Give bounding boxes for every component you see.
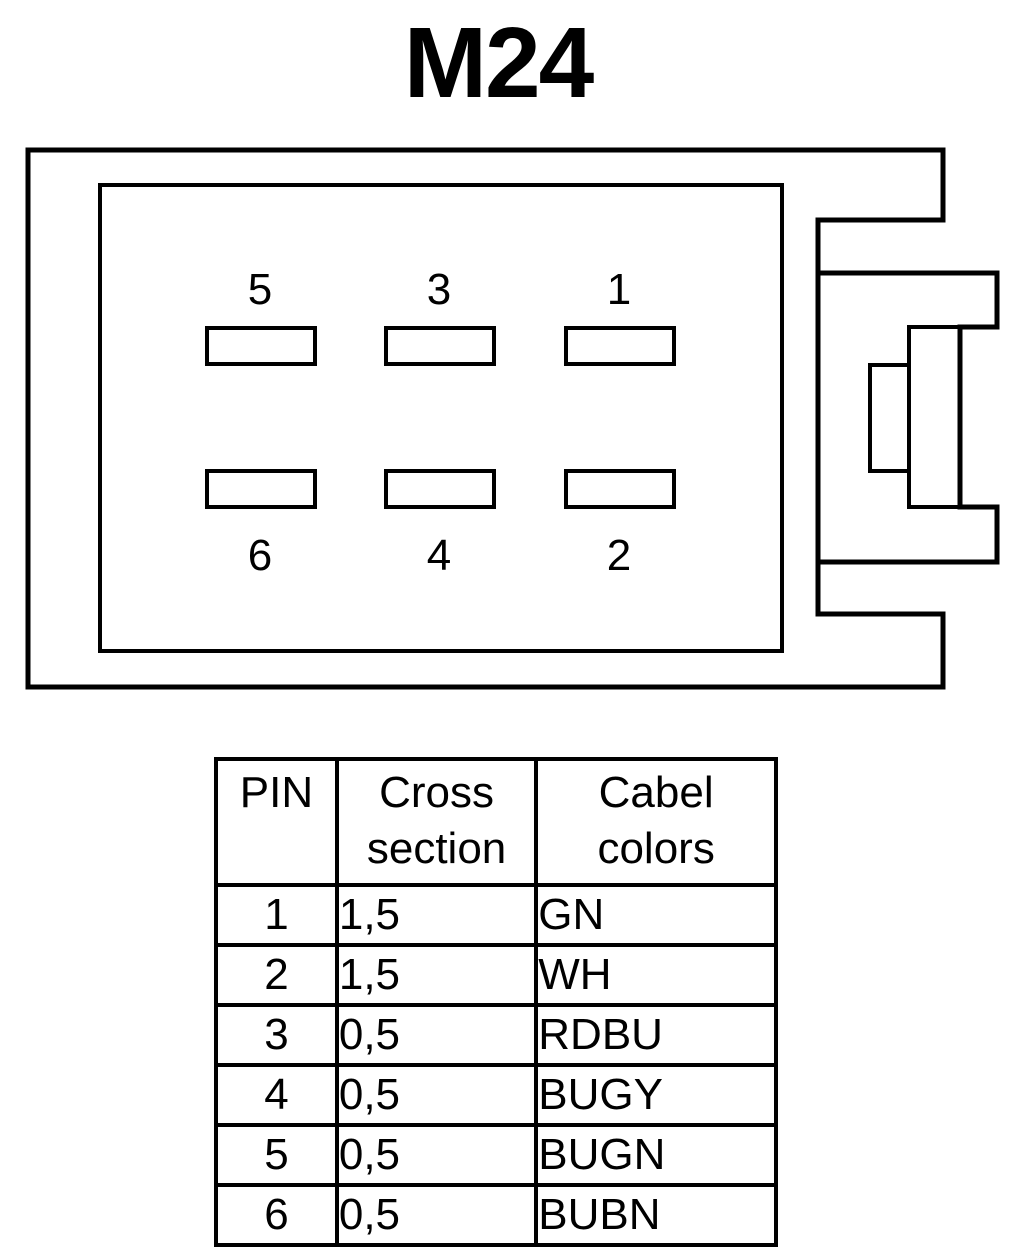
pin-label-3: 3 [427,265,451,314]
header-cabel-colors: Cabel colors [534,757,778,887]
header-cross-section-line-1: Cross [379,768,495,817]
table-row: 3 0,5 RDBU [214,1003,778,1067]
diagram-title: M24 [403,7,595,119]
cell-cross-section: 0,5 [334,1183,539,1247]
cell-cable-color: WH [534,943,778,1007]
connector-inner-face [98,183,784,653]
cell-pin: 5 [214,1123,339,1187]
header-pin: PIN [214,757,339,887]
header-pin-label: PIN [239,768,314,817]
header-cabel-colors-line-2: colors [597,824,715,873]
pin-slot-5 [205,326,317,366]
cell-cable-color: BUGN [534,1123,778,1187]
table-row: 2 1,5 WH [214,943,778,1007]
connector-drawing: 5 3 1 6 4 2 [25,147,1000,690]
cell-cross-section: 0,5 [334,1063,539,1127]
cell-cross-section: 1,5 [334,883,539,947]
pin-assignment-table: PIN Cross section Cabel colors 1 1,5 GN … [214,757,778,1247]
cell-pin: 2 [214,943,339,1007]
table-header-row: PIN Cross section Cabel colors [214,757,778,887]
cell-cross-section: 0,5 [334,1003,539,1067]
pin-slot-2 [564,469,676,509]
pin-label-1: 1 [607,265,631,314]
header-cross-section: Cross section [334,757,539,887]
cell-cable-color: GN [534,883,778,947]
pin-slot-3 [384,326,496,366]
table-row: 4 0,5 BUGY [214,1063,778,1127]
cell-pin: 1 [214,883,339,947]
pin-slot-4 [384,469,496,509]
pin-label-5: 5 [248,265,272,314]
pin-slot-1 [564,326,676,366]
connector-housing-outline [25,147,946,690]
pin-slot-6 [205,469,317,509]
table-row: 6 0,5 BUBN [214,1183,778,1247]
cell-pin: 6 [214,1183,339,1247]
latch-button [868,363,911,473]
cell-cross-section: 1,5 [334,943,539,1007]
cell-cross-section: 0,5 [334,1123,539,1187]
pin-label-4: 4 [427,531,451,580]
header-cross-section-line-2: section [366,824,507,873]
cell-cable-color: RDBU [534,1003,778,1067]
pin-label-6: 6 [248,531,272,580]
cell-pin: 3 [214,1003,339,1067]
cell-cable-color: BUBN [534,1183,778,1247]
cell-pin: 4 [214,1063,339,1127]
table-row: 1 1,5 GN [214,883,778,947]
table-row: 5 0,5 BUGN [214,1123,778,1187]
header-cabel-colors-line-1: Cabel [598,768,714,817]
cell-cable-color: BUGY [534,1063,778,1127]
latch-tab [907,325,962,509]
pin-label-2: 2 [607,531,631,580]
